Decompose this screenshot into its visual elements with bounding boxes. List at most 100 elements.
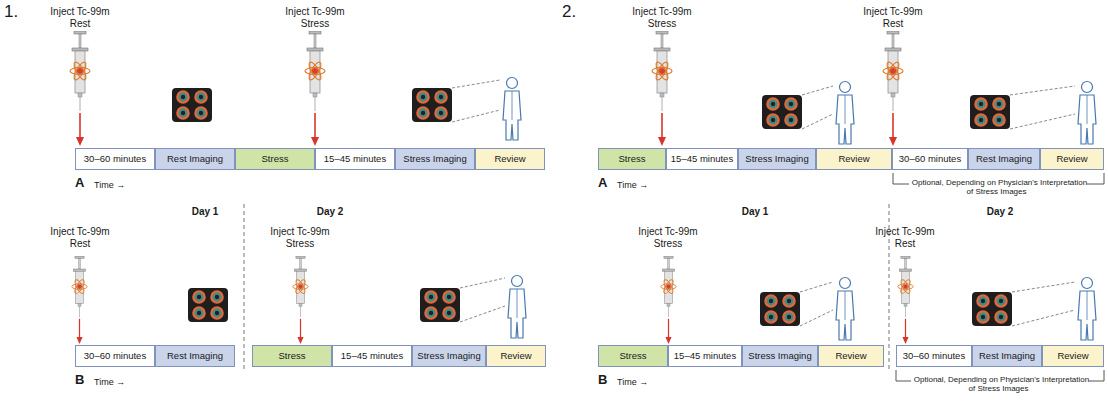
injection-label: Inject Tc-99m Rest — [855, 6, 931, 29]
timeline-segment: Stress Imaging — [738, 148, 816, 170]
segment-label: Rest Imaging — [979, 351, 1035, 361]
segment-label: 15–45 minutes — [324, 154, 386, 164]
part-letter: B — [598, 373, 618, 388]
syringe — [661, 256, 676, 344]
timeline-segment: 30–60 minutes — [892, 148, 968, 170]
timeline-segment: Review — [818, 345, 884, 367]
timeline-segment: 30–60 minutes — [75, 345, 155, 367]
segment-label: Stress Imaging — [748, 351, 811, 361]
segment-label: Rest Imaging — [167, 154, 223, 164]
segment-label: Review — [838, 154, 869, 164]
image-icon — [760, 292, 800, 326]
segment-label: Stress Imaging — [745, 154, 808, 164]
timeline-segment: Stress — [252, 345, 332, 367]
syringe — [652, 31, 672, 146]
injection-label: Inject Tc-99m Stress — [624, 6, 700, 29]
physician-figure — [836, 82, 854, 145]
image-icon — [972, 292, 1012, 326]
segment-label: Stress — [620, 351, 647, 361]
segment-label: Stress — [619, 154, 646, 164]
image-icon — [970, 95, 1010, 129]
timeline-segment: Review — [1040, 148, 1104, 170]
image-icon — [412, 88, 452, 122]
segment-label: Review — [835, 351, 866, 361]
timeline-segment: 30–60 minutes — [75, 148, 155, 170]
segment-label: 30–60 minutes — [84, 351, 146, 361]
syringe — [898, 256, 913, 344]
syringe — [293, 256, 308, 344]
time-axis-label: Time → — [617, 377, 677, 387]
panel-number: 2. — [562, 2, 592, 22]
injection-label: Inject Tc-99m Stress — [630, 226, 706, 249]
segment-label: Stress Imaging — [403, 154, 466, 164]
timeline-segment: Review — [475, 148, 545, 170]
image-icon — [188, 288, 228, 322]
time-axis-label: Time → — [94, 377, 154, 387]
segment-label: 15–45 minutes — [341, 351, 403, 361]
image-icon — [762, 95, 802, 129]
physician-figure — [503, 78, 521, 141]
syringe — [70, 31, 90, 146]
physician-figure — [1078, 82, 1096, 145]
segment-label: 30–60 minutes — [84, 154, 146, 164]
segment-label: Stress — [262, 154, 289, 164]
injection-label: Inject Tc-99m Stress — [262, 226, 338, 249]
timeline-segment: Stress — [235, 148, 315, 170]
timeline-segment: Rest Imaging — [155, 148, 235, 170]
timeline-segment: 15–45 minutes — [668, 345, 742, 367]
syringe — [883, 31, 903, 146]
time-axis-label: Time → — [617, 180, 677, 190]
image-icon — [172, 88, 212, 122]
timeline-segment: Stress Imaging — [412, 345, 486, 367]
day-label: Day 2 — [305, 206, 355, 218]
timeline-segment: Stress Imaging — [395, 148, 475, 170]
timeline-segment: Review — [486, 345, 546, 367]
timeline-segment: 15–45 minutes — [315, 148, 395, 170]
optional-note: Optional, Depending on Physician's Inter… — [908, 178, 1088, 196]
panel-number: 1. — [4, 2, 34, 22]
day-label: Day 2 — [975, 206, 1025, 218]
text-patch: Optional, Depending on Physician's Inter… — [909, 178, 1087, 196]
physician-figure — [508, 276, 526, 339]
syringe — [72, 256, 87, 344]
time-axis-label: Time → — [94, 180, 154, 190]
day-separator — [244, 204, 245, 370]
injection-label: Inject Tc-99m Rest — [42, 226, 118, 249]
timeline-segment: Rest Imaging — [968, 148, 1040, 170]
part-letter: B — [75, 373, 95, 388]
injection-label: Inject Tc-99m Rest — [867, 226, 943, 249]
physician-figure — [1078, 278, 1096, 341]
part-letter: A — [598, 176, 618, 191]
timeline-segment: Stress — [598, 345, 668, 367]
timeline-segment: 15–45 minutes — [666, 148, 738, 170]
segment-label: Rest Imaging — [976, 154, 1032, 164]
segment-label: Review — [1057, 351, 1088, 361]
segment-label: 15–45 minutes — [671, 154, 733, 164]
timeline-segment: Review — [816, 148, 892, 170]
segment-label: Stress Imaging — [417, 351, 480, 361]
timeline-segment: Review — [1042, 345, 1104, 367]
image-icon — [420, 288, 460, 322]
timeline-segment: 15–45 minutes — [332, 345, 412, 367]
day-label: Day 1 — [730, 206, 780, 218]
segment-label: 30–60 minutes — [899, 154, 961, 164]
segment-label: Review — [1056, 154, 1087, 164]
part-letter: A — [75, 176, 95, 191]
injection-label: Inject Tc-99m Rest — [42, 6, 118, 29]
segment-label: Review — [500, 351, 531, 361]
segment-label: Review — [494, 154, 525, 164]
timeline-segment: Stress Imaging — [742, 345, 818, 367]
text-patch: Optional, Depending on Physician's Inter… — [911, 375, 1089, 393]
segment-label: Stress — [279, 351, 306, 361]
timeline-segment: Stress — [598, 148, 666, 170]
timeline-segment: Rest Imaging — [972, 345, 1042, 367]
physician-figure — [836, 278, 854, 341]
optional-note: Optional, Depending on Physician's Inter… — [910, 375, 1090, 393]
injection-label: Inject Tc-99m Stress — [277, 6, 353, 29]
segment-label: 30–60 minutes — [903, 351, 965, 361]
segment-label: 15–45 minutes — [674, 351, 736, 361]
segment-label: Rest Imaging — [167, 351, 223, 361]
syringe — [305, 31, 325, 146]
timeline-segment: Rest Imaging — [155, 345, 235, 367]
